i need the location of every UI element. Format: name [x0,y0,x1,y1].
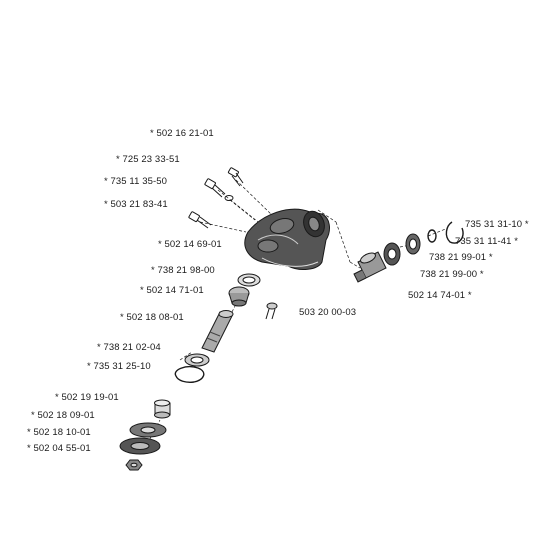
bearing-icon [383,242,401,266]
bolt-icon [227,167,244,187]
part-label-503-21-83-41: * 503 21 83-41 [104,199,168,210]
part-label-735-31-31-10: 735 31 31-10 * [465,219,529,230]
support-cup-icon [129,422,167,438]
bevel-gear-icon [228,286,250,307]
leader-bolt-3 [199,221,247,233]
part-label-738-21-99-00: 738 21 99-00 * [420,269,484,280]
part-label-502-18-08-01: * 502 18 08-01 [120,312,184,323]
leader-housing-right [317,209,337,223]
leader-lines [144,179,449,449]
shaft-icon [201,310,234,353]
leader-housing-down [335,221,351,263]
leader-washer [229,199,256,221]
bearing-icon [237,273,261,287]
circlip-icon [174,366,205,383]
nut-icon [125,459,143,471]
circlip-icon [445,221,464,244]
bolt-icon [204,178,226,198]
leader-bolt-1 [235,179,276,219]
washer-icon [224,195,234,201]
part-label-738-21-98-00: * 738 21 98-00 [151,265,215,276]
leader-bearing-l2 [179,351,193,361]
part-label-725-23-33-51: * 725 23 33-51 [116,154,180,165]
bearing-icon [405,233,421,255]
part-label-502-04-55-01: * 502 04 55-01 [27,443,91,454]
sleeve-icon [154,399,171,419]
part-label-502-18-09-01: * 502 18 09-01 [31,410,95,421]
part-label-502-14-71-01: * 502 14 71-01 [140,285,204,296]
leader-bearing-r1 [399,243,417,248]
part-label-735-31-25-10: * 735 31 25-10 [87,361,151,372]
blade-washer-icon [119,437,161,455]
part-label-738-21-99-01: 738 21 99-01 * [429,252,493,263]
bolt-icon [188,211,212,229]
leader-shaft [349,261,361,269]
part-label-502-19-19-01: * 502 19 19-01 [55,392,119,403]
input-shaft-icon [353,251,387,283]
circlip-icon [427,229,437,243]
part-label-502-14-69-01: * 502 14 69-01 [158,239,222,250]
part-label-502-18-10-01: * 502 18 10-01 [27,427,91,438]
leader-shaft-up [231,295,241,313]
part-label-735-11-35-50: * 735 11 35-50 [104,176,168,187]
part-label-503-20-00-03: 503 20 00-03 [299,307,357,318]
part-label-735-31-11-41: 735 31 11-41 * [455,236,519,247]
part-label-502-16-21-01: * 502 16 21-01 [150,128,214,139]
leader-bolt-2 [217,189,263,226]
gear-housing-icon [244,208,330,270]
screw-icon [265,302,278,320]
part-label-738-21-02-04: * 738 21 02-04 [97,342,161,353]
leader-bearing-r2 [427,227,449,237]
bearing-icon [184,353,210,367]
part-label-502-14-74-01: 502 14 74-01 * [408,290,472,301]
